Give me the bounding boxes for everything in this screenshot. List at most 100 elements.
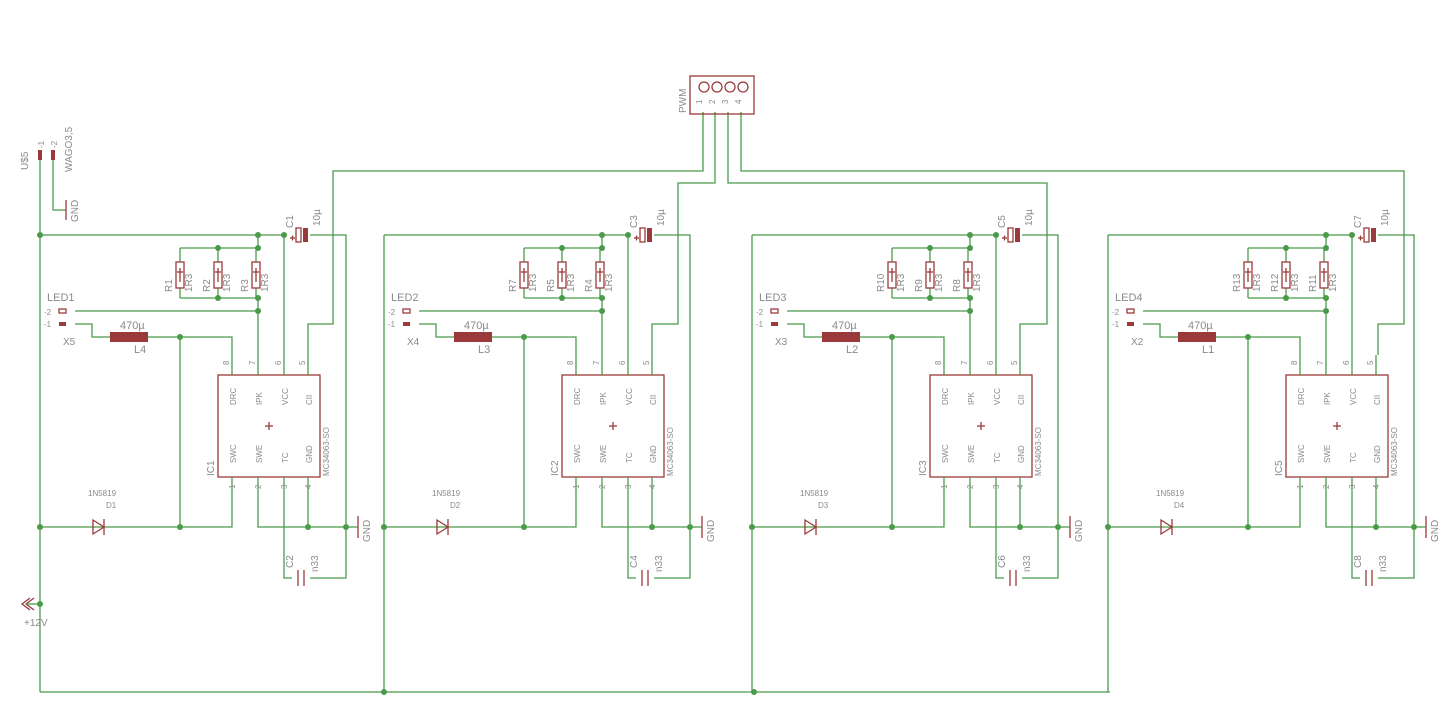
ic-pin-name-top: IPK — [1323, 391, 1332, 405]
junction — [625, 232, 631, 238]
junction — [1245, 524, 1251, 530]
resistor-name: R12 — [1270, 273, 1281, 292]
led-name: LED1 — [47, 292, 75, 304]
ic-pin-bottom: 3 — [1348, 484, 1357, 489]
ic-pin-top: 8 — [566, 360, 575, 365]
ic-pin-name-top: VCC — [993, 388, 1002, 405]
resistor-name: R10 — [876, 273, 887, 292]
inductor-name: L4 — [134, 344, 146, 356]
pwm-label: PWM — [678, 89, 689, 113]
resistor-value: 1R3 — [566, 273, 577, 292]
ic-pin-name-bottom: TC — [1349, 452, 1358, 463]
cap-top-name: C3 — [629, 215, 640, 228]
junction — [1283, 295, 1289, 301]
resistor-name: R3 — [240, 279, 251, 292]
ic-pin-bottom: 2 — [966, 484, 975, 489]
ic-name: IC5 — [1274, 460, 1285, 476]
resistor-value: 1R3 — [528, 273, 539, 292]
junction — [599, 295, 605, 301]
ic-pin-top: 7 — [248, 360, 257, 365]
ic-pin-top: 6 — [986, 360, 995, 365]
cap-bot-value: n33 — [310, 555, 321, 572]
junction — [927, 295, 933, 301]
ic-pin-top: 6 — [1342, 360, 1351, 365]
ic-name: IC1 — [206, 460, 217, 476]
junction — [889, 334, 895, 340]
resistor-value: 1R3 — [260, 273, 271, 292]
junction — [381, 524, 387, 530]
junction — [967, 245, 973, 251]
ic-pin-name-top: IPK — [255, 391, 264, 405]
supply-gnd-label: GND — [70, 200, 81, 222]
pwm-pin-4: 4 — [734, 99, 743, 104]
ic-pin-name-bottom: SWC — [1297, 444, 1306, 463]
resistor-name: R7 — [508, 279, 519, 292]
cap-bot-value: n33 — [1022, 555, 1033, 572]
conn-name: X4 — [407, 337, 420, 348]
resistor-value: 1R3 — [604, 273, 615, 292]
resistor-value: 1R3 — [1252, 273, 1263, 292]
ic-pin-name-top: IPK — [967, 391, 976, 405]
ic-pin-bottom: 2 — [254, 484, 263, 489]
junction — [255, 245, 261, 251]
ic-pin-top: 5 — [642, 360, 651, 365]
junction — [37, 524, 43, 530]
supply-connector: U$5 -1 -2 WAGO3,5 GND — [20, 126, 81, 222]
cap-top-value: 10µ — [656, 209, 667, 226]
ic-name: IC3 — [918, 460, 929, 476]
junction — [1323, 245, 1329, 251]
junction — [599, 232, 605, 238]
ic-pin-name-top: DRC — [1297, 387, 1306, 405]
ic-pin-bottom: 2 — [598, 484, 607, 489]
diode-name: D1 — [106, 501, 117, 510]
supply-pin-2: -2 — [50, 140, 59, 148]
cap-bot-name: C2 — [285, 555, 296, 568]
ic-pin-top: 8 — [1290, 360, 1299, 365]
vplus-symbol: +12V — [20, 597, 48, 629]
ic-pin-bottom: 1 — [940, 484, 949, 489]
resistor-name: R1 — [164, 279, 175, 292]
ic-name: IC2 — [550, 460, 561, 476]
ic-pin-bottom: 2 — [1322, 484, 1331, 489]
global-wires — [39, 112, 1405, 693]
junction — [649, 524, 655, 530]
junction — [281, 232, 287, 238]
junction — [1283, 245, 1289, 251]
bus-junctions — [37, 232, 757, 695]
resistor-value: 1R3 — [934, 273, 945, 292]
inductor-value: 470µ — [1188, 320, 1213, 332]
ic-pin-name-top: VCC — [1349, 388, 1358, 405]
pwm-connector: PWM 1 2 3 4 — [678, 75, 755, 115]
junction — [177, 524, 183, 530]
diode-part: 1N5819 — [1156, 489, 1185, 498]
gnd-label: GND — [1430, 520, 1441, 542]
diode-name: D2 — [450, 501, 461, 510]
ic-pin-name-top: CII — [649, 395, 658, 405]
ic-pin-bottom: 1 — [1296, 484, 1305, 489]
ic-pin-name-top: CII — [1373, 395, 1382, 405]
ic-pin-name-bottom: GND — [1373, 445, 1382, 463]
pwm-pin-3: 3 — [721, 99, 730, 104]
resistor-value: 1R3 — [896, 273, 907, 292]
ic-pin-name-bottom: TC — [281, 452, 290, 463]
junction — [749, 524, 755, 530]
resistor-name: R4 — [584, 279, 595, 292]
led-name: LED3 — [759, 292, 787, 304]
conn-name: X2 — [1131, 337, 1144, 348]
ic-pin-bottom: 4 — [1016, 484, 1025, 489]
gnd-label: GND — [362, 520, 373, 542]
ic-pin-name-top: IPK — [599, 391, 608, 405]
cap-top-name: C1 — [285, 215, 296, 228]
ic-pin-name-bottom: SWE — [255, 445, 264, 463]
diode-part: 1N5819 — [800, 489, 829, 498]
junction — [1323, 308, 1329, 314]
ic-pin-name-top: CII — [305, 395, 314, 405]
junction — [559, 295, 565, 301]
ic-pin-top: 5 — [298, 360, 307, 365]
junction — [255, 295, 261, 301]
junction — [967, 295, 973, 301]
ic-pin-bottom: 3 — [624, 484, 633, 489]
resistor-value: 1R3 — [1290, 273, 1301, 292]
